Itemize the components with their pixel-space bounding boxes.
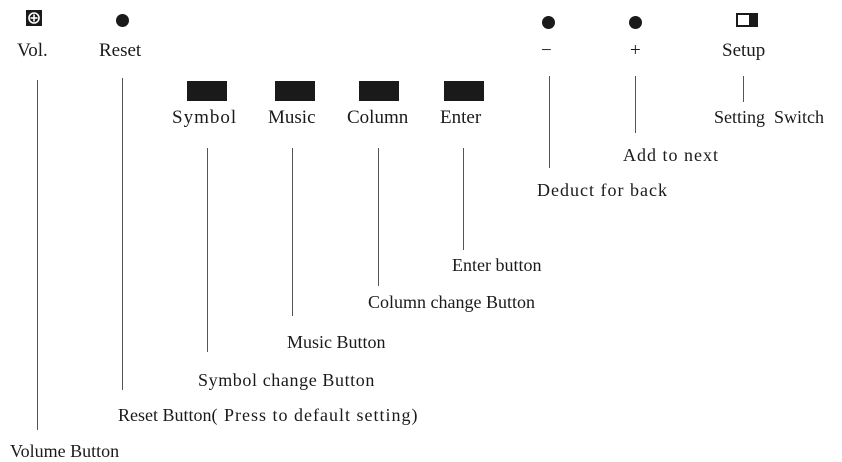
minus-description: Deduct for back xyxy=(537,180,668,200)
music-button-icon[interactable] xyxy=(275,81,315,101)
setup-description: Setting Switch xyxy=(714,107,825,127)
symbol-leader-line xyxy=(207,148,208,352)
vol-label: Vol. xyxy=(17,40,48,61)
volume-leader-line xyxy=(37,80,38,430)
column-leader-line xyxy=(378,148,379,286)
plus-description: Add to next xyxy=(623,145,719,165)
column-description: Column change Button xyxy=(368,292,535,312)
slide-switch-icon[interactable] xyxy=(736,13,758,27)
reset-description-title: Reset Button xyxy=(118,405,212,425)
plus-leader-line xyxy=(635,76,636,133)
reset-leader-line xyxy=(122,78,123,390)
column-label: Column xyxy=(347,107,409,128)
enter-leader-line xyxy=(463,148,464,250)
volume-knob-icon[interactable] xyxy=(26,10,42,26)
enter-label: Enter xyxy=(440,107,482,128)
setup-label: Setup xyxy=(722,40,766,61)
music-description: Music Button xyxy=(287,332,386,352)
plus-label: + xyxy=(630,40,641,61)
column-button-icon[interactable] xyxy=(359,81,399,101)
setup-leader-line xyxy=(743,76,744,102)
reset-description: Reset Button( Press to default setting) xyxy=(118,404,418,426)
minus-button-icon[interactable] xyxy=(542,16,555,29)
symbol-label: Symbol xyxy=(172,107,238,128)
enter-description: Enter button xyxy=(452,255,542,275)
music-label: Music xyxy=(268,107,316,128)
symbol-description: Symbol change Button xyxy=(198,370,375,390)
reset-button-icon[interactable] xyxy=(116,14,129,27)
music-leader-line xyxy=(292,148,293,316)
symbol-button-icon[interactable] xyxy=(187,81,227,101)
minus-leader-line xyxy=(549,76,550,168)
reset-description-note: ( Press to default setting) xyxy=(211,405,419,425)
minus-label: − xyxy=(541,40,552,61)
volume-description: Volume Button xyxy=(10,441,120,461)
enter-button-icon[interactable] xyxy=(444,81,484,101)
plus-button-icon[interactable] xyxy=(629,16,642,29)
reset-label: Reset xyxy=(99,40,142,61)
